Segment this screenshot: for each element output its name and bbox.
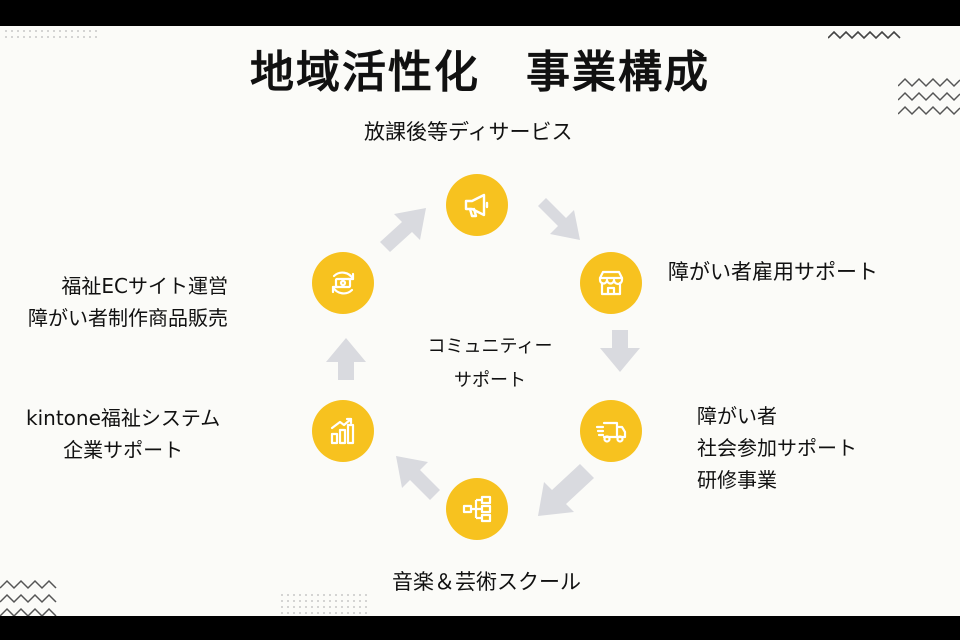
label-employment: 障がい者雇用サポート [668,260,878,284]
label-kintone-line2: 企業サポート [63,438,184,462]
center-label-line1: コミュニティー [427,336,553,357]
bar-chart-icon [330,417,355,445]
label-social-line3: 研修事業 [697,468,777,492]
arrow-ec-to-after-school [380,208,426,252]
hierarchy-icon [462,495,492,523]
label-after-school: 放課後等ディサービス [364,120,573,144]
label-social-line1: 障がい者 [697,404,777,428]
money-cycle-icon [331,271,355,295]
label-ec-site-line2: 障がい者制作商品販売 [28,306,228,330]
arrow-employment-to-social [600,330,640,372]
label-kintone-line1: kintone福祉システム [26,406,221,430]
zigzag-decoration-right [898,77,960,116]
zigzag-decoration-bottom-left [0,579,57,616]
megaphone-icon [464,193,489,218]
arrow-music-to-kintone [396,456,440,500]
arrow-social-to-music [538,464,594,516]
storefront-icon [598,270,624,296]
center-label: コミュニティー サポート [390,330,590,398]
label-kintone: kintone福祉システム 企業サポート [26,402,220,466]
node-social [580,400,642,462]
label-ec-site: 福祉ECサイト運営 障がい者制作商品販売 [28,270,228,334]
node-after-school [446,174,508,236]
node-music [446,478,508,540]
label-music: 音楽＆芸術スクール [392,570,581,594]
dot-grid-decoration-top-left [5,30,97,38]
zigzag-decoration-top-right [828,30,901,40]
dot-grid-decoration-bottom [281,594,367,614]
slide: 地域活性化 事業構成 [0,26,960,616]
page-title: 地域活性化 事業構成 [250,47,710,98]
cycle-arrows [326,198,640,516]
node-employment [580,252,642,314]
node-ec-site [312,252,374,314]
label-social-line2: 社会参加サポート [697,436,857,460]
label-social: 障がい者 社会参加サポート 研修事業 [697,400,857,496]
center-label-line2: サポート [454,370,526,391]
label-ec-site-line1: 福祉ECサイト運営 [61,274,228,298]
node-kintone [312,400,374,462]
arrow-kintone-to-ec [326,338,366,380]
arrow-after-school-to-employment [536,198,580,240]
delivery-truck-icon [595,421,627,443]
